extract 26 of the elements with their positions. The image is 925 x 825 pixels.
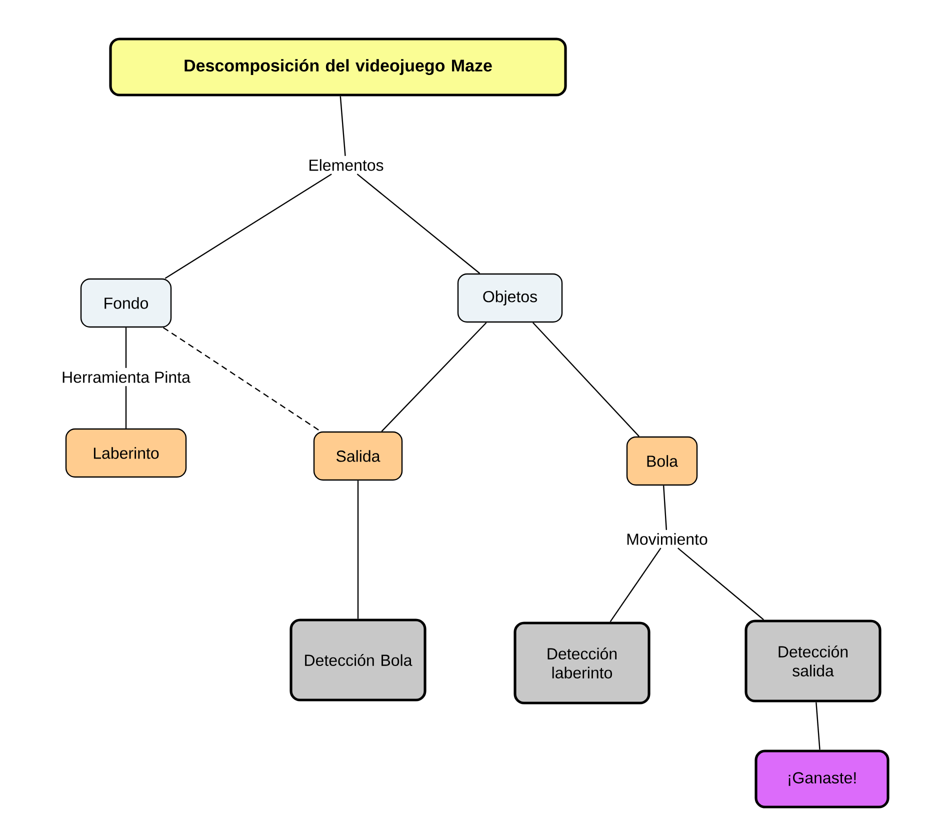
linking-phrase: Movimiento [623,530,711,548]
connector-line [610,548,662,622]
connector-line [162,327,322,432]
connector-line [125,386,127,428]
concept-box: Laberinto [65,428,187,478]
concept-box: Objetos [457,273,563,323]
concept-box: Detección salida [744,620,882,702]
linking-phrase: Elementos [305,156,387,174]
concept-box: Fondo [80,278,172,328]
connector-line [356,174,480,274]
connector-line [381,322,487,432]
connector-line [816,702,820,750]
connector-line [125,328,127,368]
linking-phrase: Herramienta Pinta [58,368,194,386]
connector-line [357,480,359,619]
connector-line [340,96,346,156]
concept-box: ¡Ganaste! [754,750,890,808]
concept-box: Bola [626,436,698,486]
connector-line [677,548,764,620]
connector-line [164,174,332,279]
connector-line [662,486,668,530]
concept-box: Salida [313,431,403,481]
title-box: Descomposición del videojuego Maze [109,38,567,96]
concept-box: Detección laberinto [514,622,650,704]
concept-box: Detección Bola [290,618,426,702]
connector-line [532,322,640,437]
